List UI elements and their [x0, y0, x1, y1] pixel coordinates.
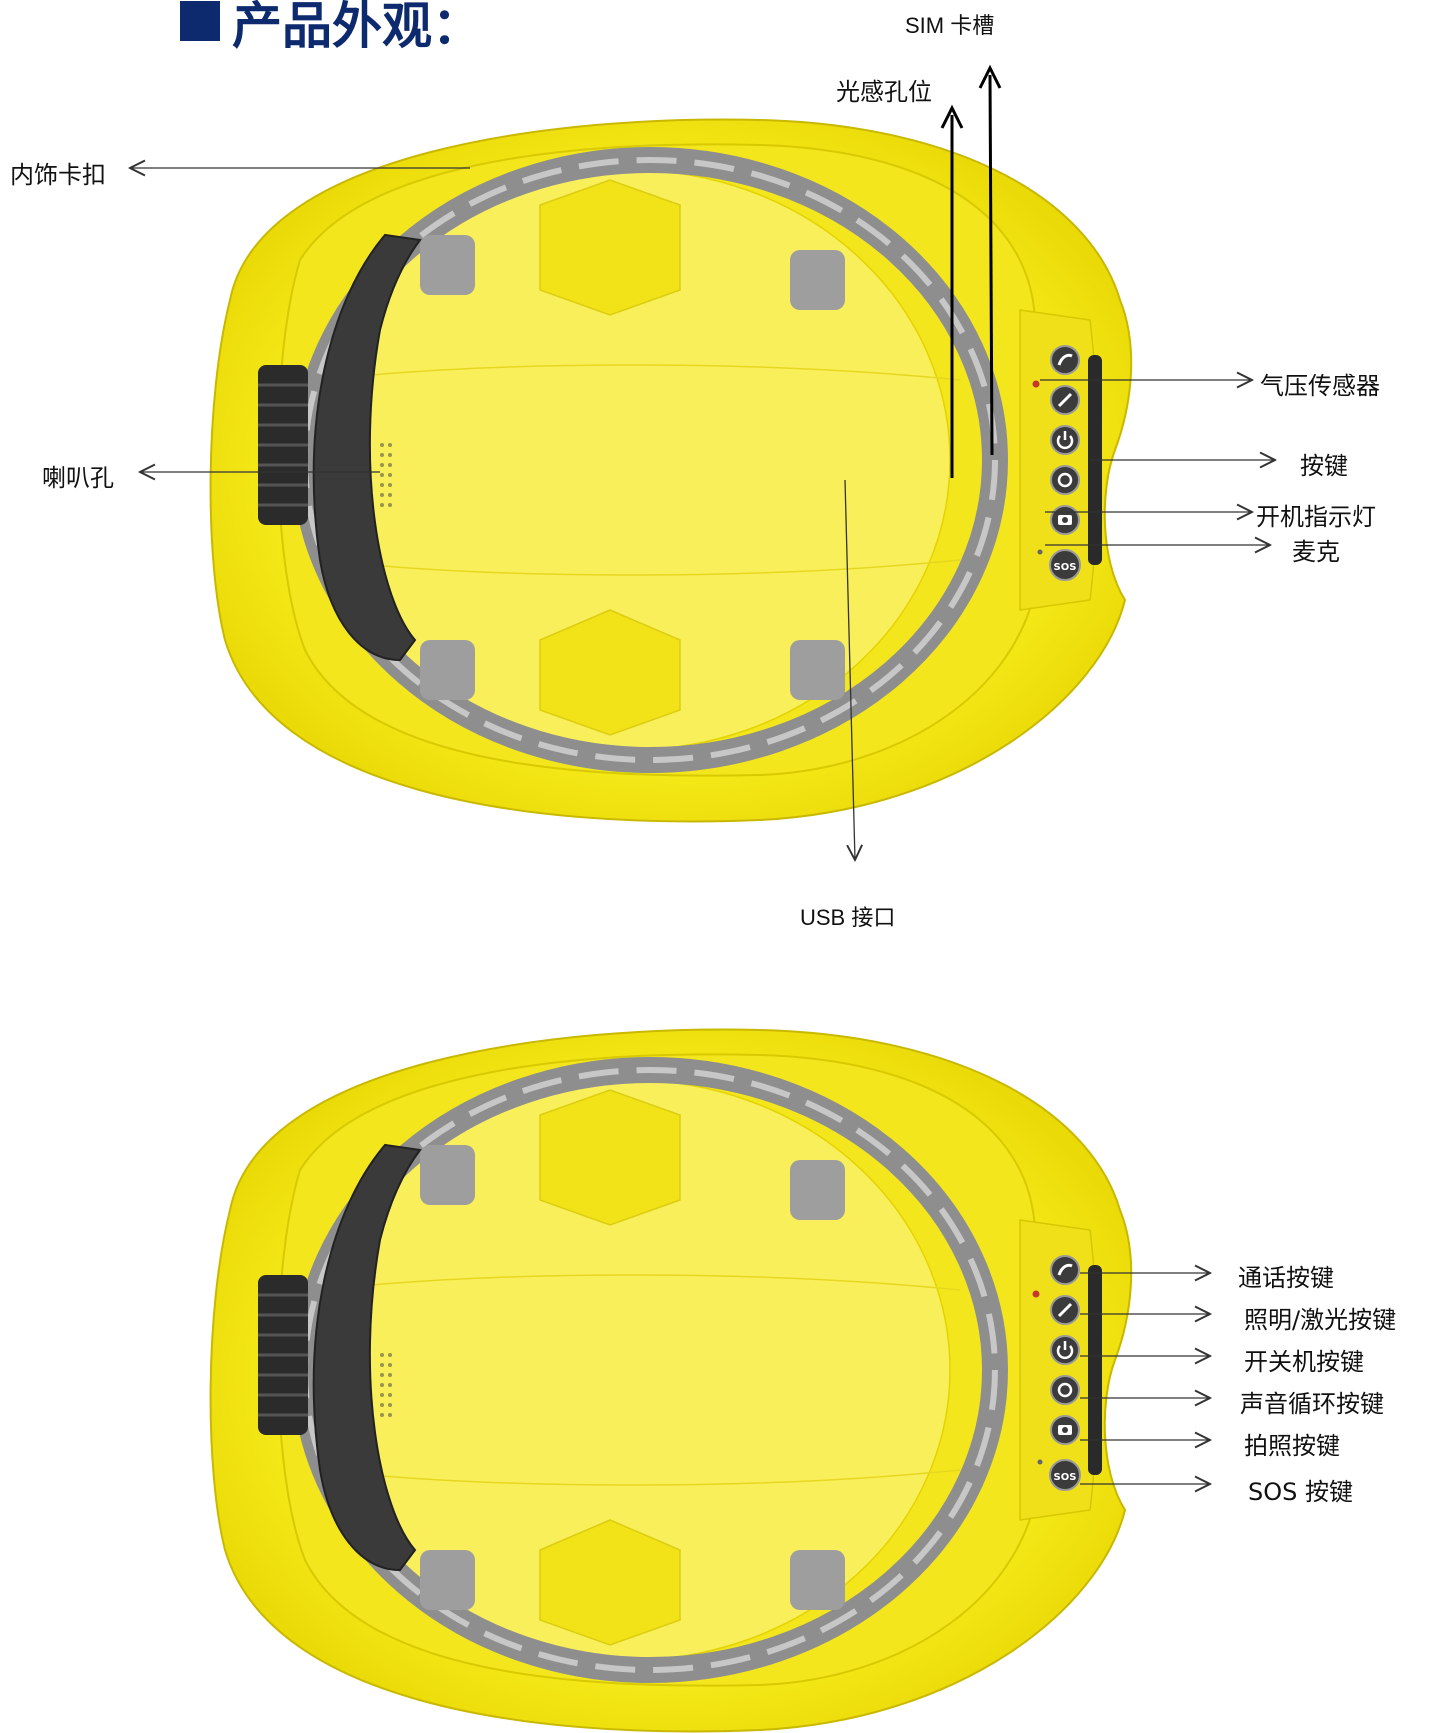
label-usb-port: USB 接口	[800, 905, 896, 930]
helmet-top-view	[211, 120, 1132, 822]
label-light-sensor: 光感孔位	[836, 78, 932, 106]
label-speaker-hole: 喇叭孔	[42, 464, 114, 492]
label-interior-clip: 内饰卡扣	[10, 161, 106, 189]
label-call-button: 通话按键	[1238, 1264, 1334, 1292]
helmet-bottom-view	[211, 1030, 1132, 1732]
leader-lines-top	[130, 168, 1275, 860]
label-sos-button: SOS 按键	[1248, 1478, 1353, 1506]
label-power-indicator: 开机指示灯	[1256, 503, 1376, 531]
label-pressure-sensor: 气压传感器	[1260, 372, 1380, 400]
bold-arrows-top	[940, 64, 1002, 478]
leader-lines-bottom	[1080, 1273, 1210, 1484]
label-photo-button: 拍照按键	[1244, 1432, 1340, 1460]
label-buttons: 按键	[1300, 452, 1348, 480]
label-light-laser-button: 照明/激光按键	[1244, 1306, 1397, 1334]
title-bullet-square	[180, 1, 220, 41]
page-title: 产品外观：	[180, 0, 482, 58]
label-microphone: 麦克	[1292, 538, 1340, 566]
label-power-button: 开关机按键	[1244, 1348, 1364, 1376]
label-sim-slot: SIM 卡槽	[905, 13, 995, 38]
label-sound-cycle-button: 声音循环按键	[1240, 1390, 1384, 1418]
page-title-text: 产品外观：	[232, 0, 482, 55]
